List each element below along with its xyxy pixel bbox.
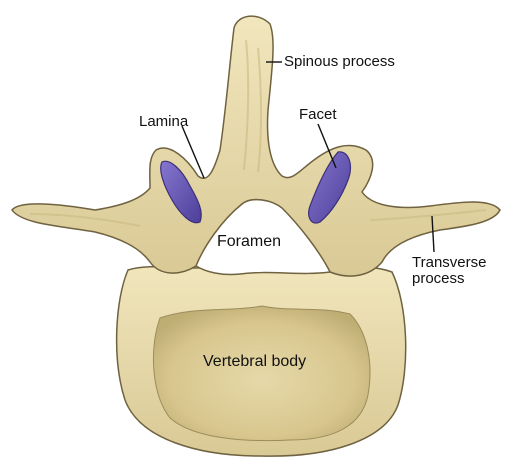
- label-spinous-process: Spinous process: [284, 53, 395, 70]
- label-transverse-process: Transverse process: [412, 255, 486, 287]
- label-foramen: Foramen: [217, 233, 281, 250]
- label-vertebral-body: Vertebral body: [203, 353, 306, 370]
- label-facet: Facet: [299, 106, 337, 123]
- label-transverse-line2: process: [412, 271, 486, 287]
- label-lamina: Lamina: [139, 113, 188, 130]
- vertebral-body-center: [153, 306, 370, 441]
- label-transverse-line1: Transverse: [412, 255, 486, 271]
